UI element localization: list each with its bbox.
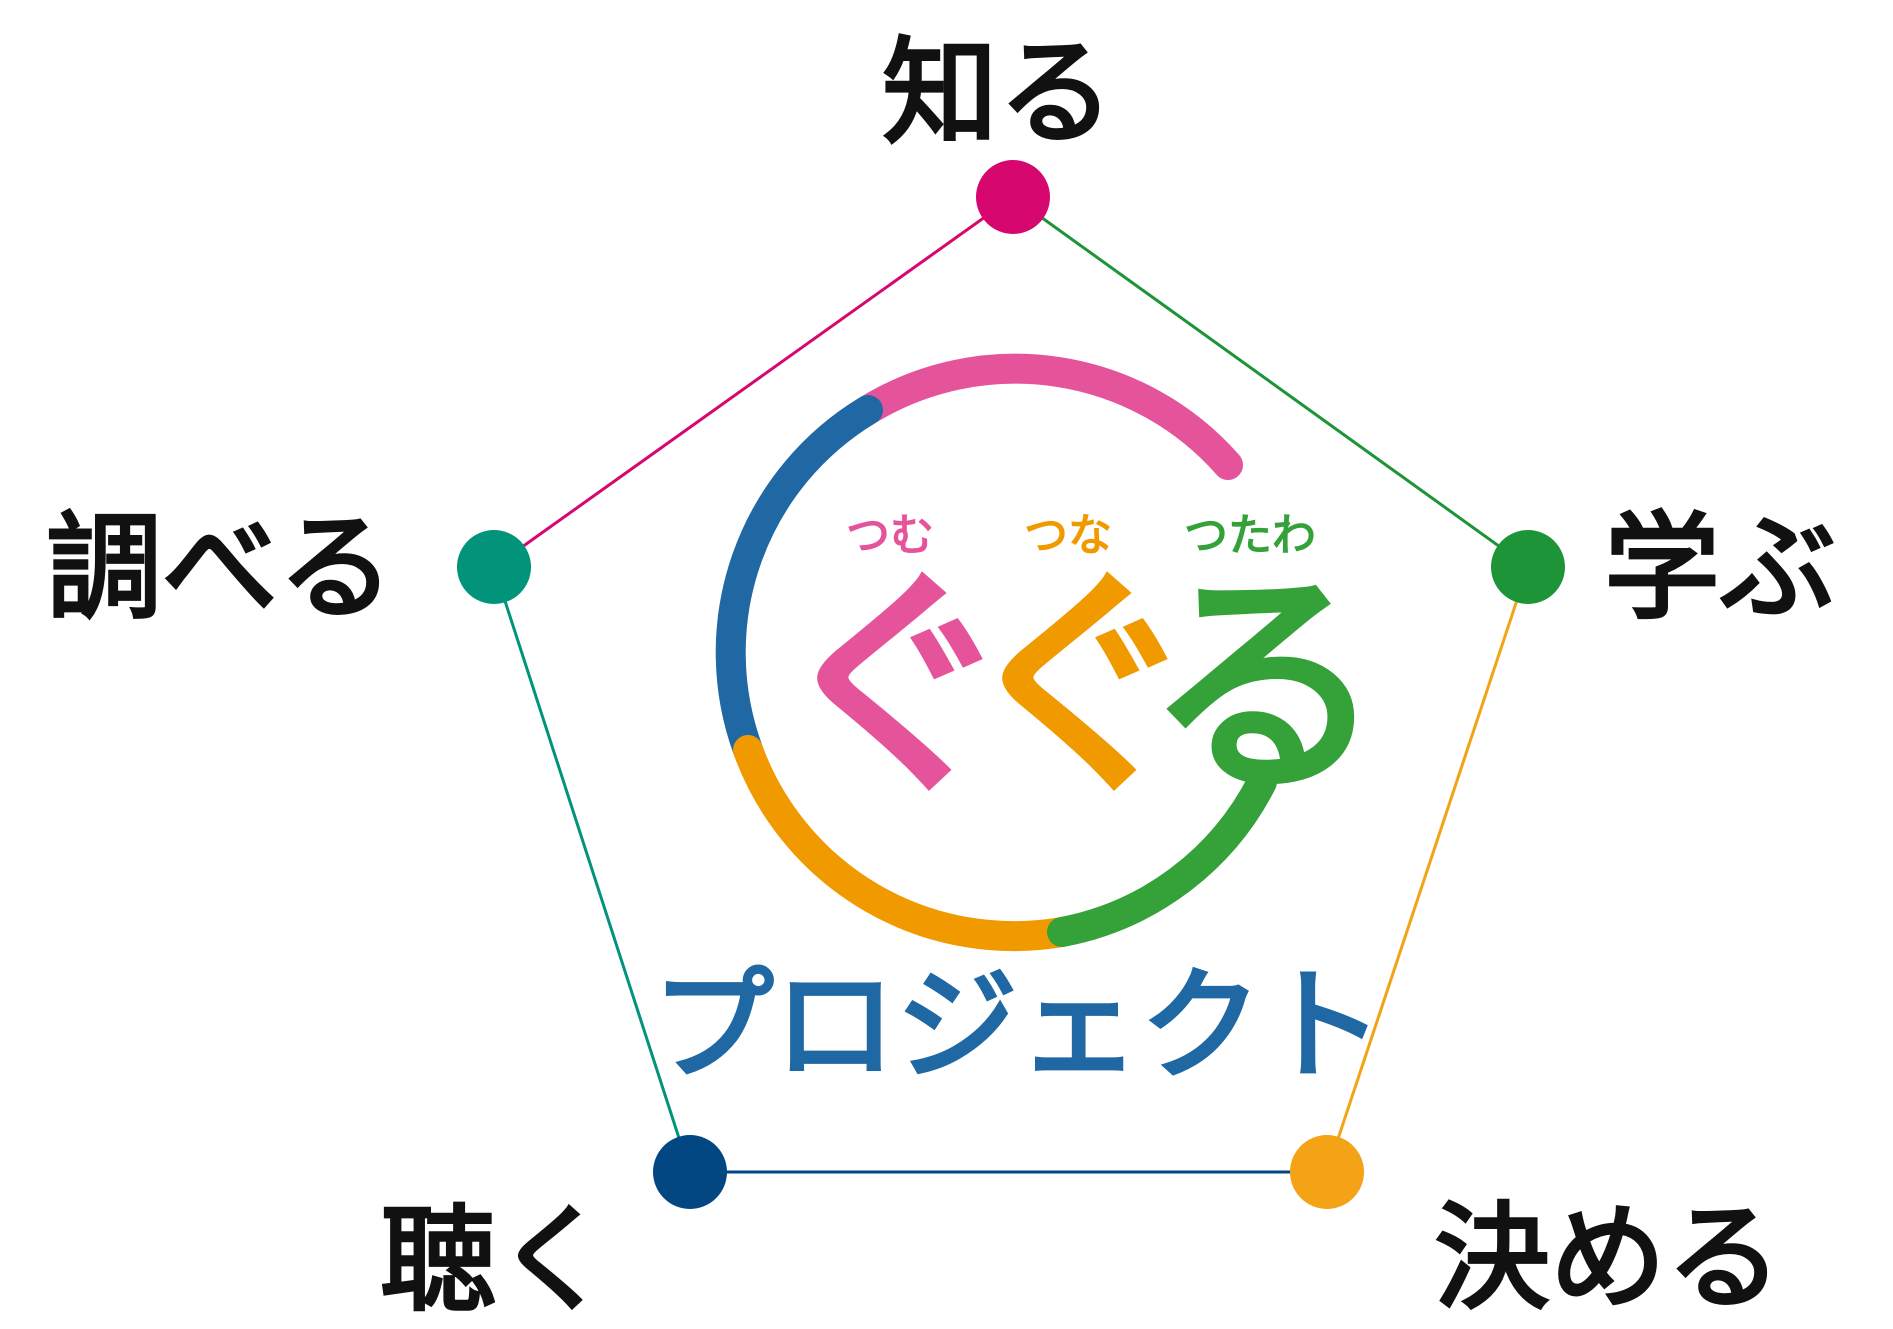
logo-ring xyxy=(715,353,1277,952)
label-top: 知る xyxy=(882,26,1114,161)
logo-small-label-tsuna: つな xyxy=(1024,510,1112,561)
label-left: 調べる xyxy=(46,501,394,636)
label-bottom-right: 決める xyxy=(1434,1191,1782,1326)
logo-small-label-tsutawa: つたわ xyxy=(1184,510,1316,561)
edge-top-right xyxy=(1012,195,1529,569)
ring-arc-orange xyxy=(733,735,1077,952)
node-dot-bottom-left xyxy=(653,1135,727,1209)
node-dot-bottom-right xyxy=(1290,1135,1364,1209)
label-bottom-left: 聴く xyxy=(380,1193,612,1328)
edge-right-bottom-right xyxy=(1325,566,1530,1173)
logo-char-gu-pink: ぐ xyxy=(775,547,1015,827)
logo-char-gu-orange: ぐ xyxy=(960,547,1200,827)
node-dot-left xyxy=(457,530,531,604)
node-dot-top xyxy=(976,160,1050,234)
label-right: 学ぶ xyxy=(1604,501,1836,636)
edge-left-top xyxy=(493,195,1014,569)
ring-arc-pink xyxy=(853,353,1243,480)
logo-subtitle: プロジェクト xyxy=(652,955,1384,1097)
ring-arc-blue xyxy=(715,395,883,765)
logo-small-label-tsumu: つむ xyxy=(846,510,934,561)
edge-bottom-left-left xyxy=(492,566,692,1173)
logo-char-ru-green: る xyxy=(1145,547,1385,827)
ring-arc-green xyxy=(1047,767,1277,947)
node-dot-right xyxy=(1491,530,1565,604)
